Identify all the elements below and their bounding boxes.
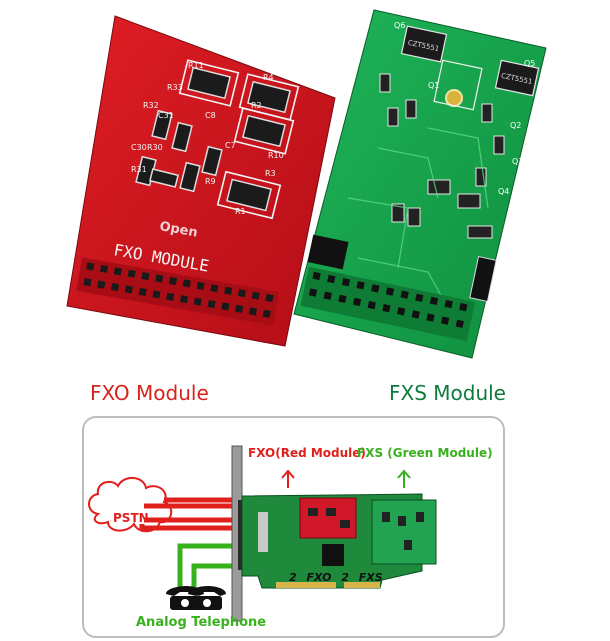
header-pin (179, 295, 189, 304)
header-pin (210, 284, 219, 293)
header-pin (182, 279, 191, 288)
fxs-silk-q2: Q2 (510, 121, 521, 130)
header-pin (455, 319, 464, 328)
header-pin (248, 307, 258, 316)
header-pin (312, 271, 321, 281)
fxs-module-caption: FXS Module (389, 381, 506, 405)
fxs-green-module-label: FXS (Green Module) (357, 446, 493, 460)
header-pin (83, 278, 92, 287)
header-pin (196, 281, 205, 290)
fxo-silk-r32: R32 (143, 101, 159, 110)
header-pin (138, 287, 147, 296)
header-pin (155, 274, 164, 283)
header-pin (166, 292, 175, 301)
header-pin (221, 302, 230, 311)
header-pin (100, 264, 109, 273)
header-pin (207, 300, 216, 309)
fxo-silk-c31: C31 (158, 111, 174, 120)
header-pin (429, 296, 439, 306)
header-pin (168, 276, 178, 286)
header-pin (224, 286, 233, 295)
header-pin (86, 262, 95, 271)
header-pin (341, 278, 351, 287)
header-pin (411, 310, 420, 319)
fxo-silk-r33: R33 (167, 83, 183, 92)
fxo-silk-r3: R3 (265, 169, 276, 178)
header-pin (426, 313, 435, 322)
fxo-silk-r2: R2 (251, 101, 262, 110)
header-pin (262, 309, 271, 318)
fxo-silk-c8: C8 (205, 111, 216, 120)
fxo-arrow-icon (281, 469, 295, 488)
fxs-silk-q4: Q4 (498, 187, 509, 196)
fxs-silk-q6: Q6 (394, 21, 405, 30)
header-pin (444, 299, 453, 309)
header-pin (385, 287, 395, 296)
pstn-label: PSTN (113, 511, 149, 525)
header-pin (440, 316, 450, 325)
analog-telephone-label: Analog Telephone (136, 615, 267, 630)
header-pin (193, 297, 202, 306)
header-pin (97, 280, 106, 289)
ports-label: 2 FXO 2 FXS (289, 571, 383, 584)
header-pin (396, 307, 406, 316)
fxo-module-caption: FXO Module (90, 381, 209, 405)
header-pin (113, 267, 122, 276)
header-pin (237, 289, 246, 298)
header-pin (371, 284, 380, 293)
fxo-silk-r9: R9 (205, 177, 216, 186)
fxs-pin-header (300, 266, 476, 342)
fxo-pin-header (76, 257, 280, 326)
fxo-red-module-label: FXO(Red Module) (248, 446, 366, 460)
fxs-arrow-icon (397, 469, 411, 488)
fxo-silk-r11: R11 (188, 61, 204, 70)
fxo-silk-c7: C7 (225, 141, 236, 150)
header-pin (111, 282, 120, 292)
fxo-silk-r31: R31 (131, 165, 147, 174)
fxs-silk-q3: Q3 (512, 157, 523, 166)
header-pin (308, 288, 318, 297)
header-pin (415, 293, 424, 302)
header-pin (124, 285, 133, 294)
fxo-silk-r4: R4 (263, 73, 274, 82)
header-pin (367, 300, 376, 310)
fxo-silk-r30: R30 (147, 143, 163, 152)
header-pin (400, 290, 409, 299)
header-pin (352, 297, 362, 307)
fxo-silk-open: Open (158, 219, 198, 240)
header-pin (251, 291, 260, 300)
header-pin (356, 281, 365, 290)
header-pin (235, 304, 244, 313)
fxo-silk-r1: R1 (235, 207, 246, 216)
header-pin (459, 302, 468, 312)
header-pin (382, 304, 391, 313)
header-pin (323, 291, 332, 300)
fxs-module-photo: CZT5551 CZT5551 Q6 Q5 Q1 Q2 Q3 Q4 (293, 9, 547, 359)
fxo-silk-r10: R10 (268, 151, 284, 160)
fxo-silk-c30: C30 (131, 143, 147, 152)
fxo-module-photo: R11 R4 R2 R33 R32 C31 C8 C30 R30 C7 R10 … (66, 15, 336, 347)
header-pin (152, 290, 161, 299)
header-pin (338, 294, 347, 303)
fxs-silk-q1: Q1 (428, 81, 439, 90)
header-pin (127, 269, 136, 278)
connection-diagram (88, 445, 437, 622)
analog-telephone-icon (166, 586, 226, 610)
fxs-silk-q5: Q5 (524, 59, 535, 68)
header-pin (327, 274, 336, 284)
header-pin (265, 293, 274, 303)
header-pin (141, 272, 150, 281)
